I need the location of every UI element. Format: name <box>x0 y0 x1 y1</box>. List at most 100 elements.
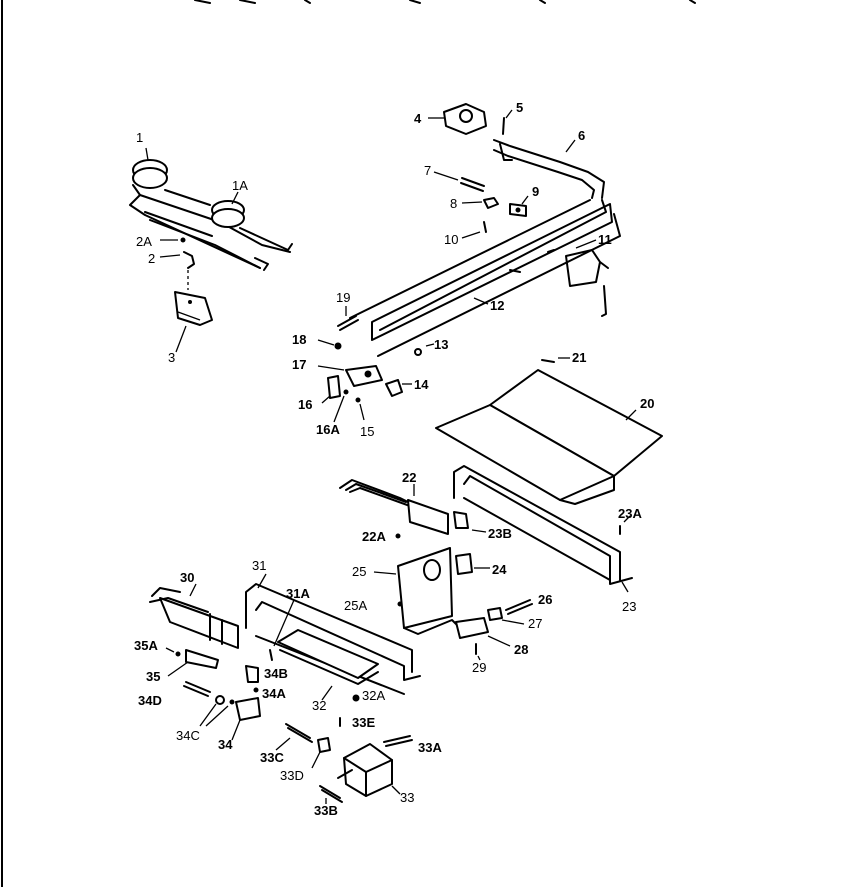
part-35a-screw <box>165 647 181 657</box>
part-34c-nuts <box>199 695 235 727</box>
label-17: 17 <box>292 357 306 372</box>
part-30-harness <box>149 583 239 649</box>
label-22a: 22A <box>362 529 386 544</box>
part-33a-pin <box>383 735 413 747</box>
label-16a: 16A <box>316 422 340 437</box>
page-border <box>1 0 696 887</box>
part-33-switch-box <box>337 743 401 797</box>
part-34b-clip <box>245 665 259 683</box>
top-burner-assembly <box>129 159 293 271</box>
part-14-knob <box>385 379 412 397</box>
part-16a-screw <box>333 389 349 423</box>
label-19: 19 <box>336 290 350 305</box>
part-32a-screw <box>352 694 360 702</box>
part-2-bracket <box>159 251 195 290</box>
label-28: 28 <box>514 642 528 657</box>
part-7-orifice <box>433 171 485 192</box>
part-4-regulator <box>428 103 487 135</box>
label-18: 18 <box>292 332 306 347</box>
label-9: 9 <box>532 184 539 199</box>
label-14: 14 <box>414 377 429 392</box>
part-32-plate <box>277 629 379 701</box>
label-6: 6 <box>578 128 585 143</box>
label-33a: 33A <box>418 740 442 755</box>
part-6-manifold <box>349 139 607 331</box>
label-33c: 33C <box>260 750 284 765</box>
label-23b: 23B <box>488 526 512 541</box>
label-33e: 33E <box>352 715 375 730</box>
part-25-bracket <box>373 547 461 635</box>
label-22: 22 <box>402 470 416 485</box>
label-34a: 34A <box>262 686 286 701</box>
part-10-clip <box>461 221 487 239</box>
label-5: 5 <box>516 100 523 115</box>
part-21-screw <box>541 357 570 363</box>
part-2a-screw <box>160 237 186 243</box>
label-7: 7 <box>424 163 431 178</box>
label-23a: 23A <box>618 506 642 521</box>
label-1a: 1A <box>232 178 248 193</box>
part-26-pin <box>505 599 533 615</box>
part-5-screw <box>502 109 513 135</box>
label-33: 33 <box>400 790 414 805</box>
label-31: 31 <box>252 558 266 573</box>
label-11: 11 <box>598 232 612 247</box>
leader-1 <box>145 147 149 161</box>
part-labels: 1 1A 2A 2 3 4 5 6 7 8 9 10 11 12 13 14 1… <box>134 100 654 818</box>
label-2: 2 <box>148 251 155 266</box>
part-35-bracket <box>167 649 219 677</box>
part-23b-clip <box>453 511 487 533</box>
label-1: 1 <box>136 130 143 145</box>
part-18-nut <box>317 339 342 350</box>
part-17-valve <box>317 365 383 387</box>
part-28-valve <box>455 617 511 647</box>
label-13: 13 <box>434 337 448 352</box>
label-24: 24 <box>492 562 507 577</box>
label-32: 32 <box>312 698 326 713</box>
label-27: 27 <box>528 616 542 631</box>
label-10: 10 <box>444 232 458 247</box>
label-21: 21 <box>572 350 586 365</box>
label-2a: 2A <box>136 234 152 249</box>
label-23: 23 <box>622 599 636 614</box>
label-34: 34 <box>218 737 233 752</box>
part-33b-pin <box>319 785 343 804</box>
label-34c: 34C <box>176 728 200 743</box>
label-25: 25 <box>352 564 366 579</box>
label-31a: 31A <box>286 586 310 601</box>
label-25a: 25A <box>344 598 367 613</box>
part-12-manifold-bracket <box>371 203 621 357</box>
label-26: 26 <box>538 592 552 607</box>
part-9-valve <box>509 195 529 217</box>
part-24-clip <box>455 553 490 575</box>
part-19-pin <box>337 306 359 331</box>
leader-1a <box>231 191 239 205</box>
label-12: 12 <box>490 298 504 313</box>
label-8: 8 <box>450 196 457 211</box>
part-23a-screw <box>619 515 631 535</box>
label-29: 29 <box>472 660 486 675</box>
label-16: 16 <box>298 397 312 412</box>
part-33c-pin <box>275 723 313 751</box>
label-4: 4 <box>414 111 422 126</box>
part-31a-screw <box>269 599 295 661</box>
label-34d: 34D <box>138 693 162 708</box>
part-13-screw <box>414 343 435 356</box>
part-3-bracket <box>174 291 213 353</box>
part-22-ignitor-harness <box>339 479 449 535</box>
part-15-spring <box>355 397 365 421</box>
part-22a-screw <box>395 533 401 539</box>
part-34d-pin <box>183 681 211 697</box>
part-25a-screw <box>397 601 403 607</box>
part-8-fitting <box>461 197 499 209</box>
label-3: 3 <box>168 350 175 365</box>
label-35: 35 <box>146 669 160 684</box>
part-33d-nut <box>311 737 331 769</box>
label-30: 30 <box>180 570 194 585</box>
part-29-screw <box>475 643 481 661</box>
label-33d: 33D <box>280 768 304 783</box>
label-33b: 33B <box>314 803 338 818</box>
part-20-shield <box>435 369 663 505</box>
